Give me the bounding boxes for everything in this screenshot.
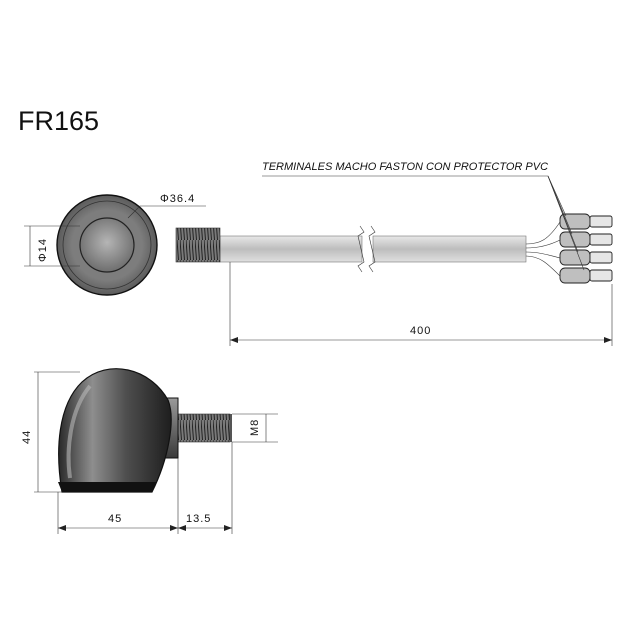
body-length-dimension: 45: [108, 513, 122, 525]
diameter-label: Φ36.4: [160, 193, 195, 205]
cable-break-mark: [357, 225, 365, 273]
threaded-stud-top: [175, 227, 221, 263]
faston-terminal: [559, 231, 613, 248]
product-title: FR165: [18, 106, 99, 136]
indicator-body: [58, 368, 172, 493]
cable-length-dimension: 400: [410, 325, 431, 337]
threaded-stud-side: [177, 413, 231, 443]
lens: [79, 217, 135, 273]
faston-terminal: [559, 213, 613, 230]
thread-size-label: M8: [249, 419, 261, 436]
side-view: 44 M8 45 13.5: [21, 368, 278, 534]
cable: [219, 235, 363, 263]
faston-terminal: [559, 267, 613, 284]
thread-length-dimension: 13.5: [186, 513, 211, 525]
top-view: TERMINALES MACHO FASTON CON PROTECTOR PV…: [24, 161, 613, 346]
faston-terminal: [559, 249, 613, 266]
terminal-callout: TERMINALES MACHO FASTON CON PROTECTOR PV…: [262, 161, 548, 173]
height-dimension-top: Φ14: [37, 238, 49, 262]
height-dimension-side: 44: [21, 430, 33, 444]
cable-continued: [372, 235, 527, 263]
cable-break-mark-2: [368, 225, 376, 273]
